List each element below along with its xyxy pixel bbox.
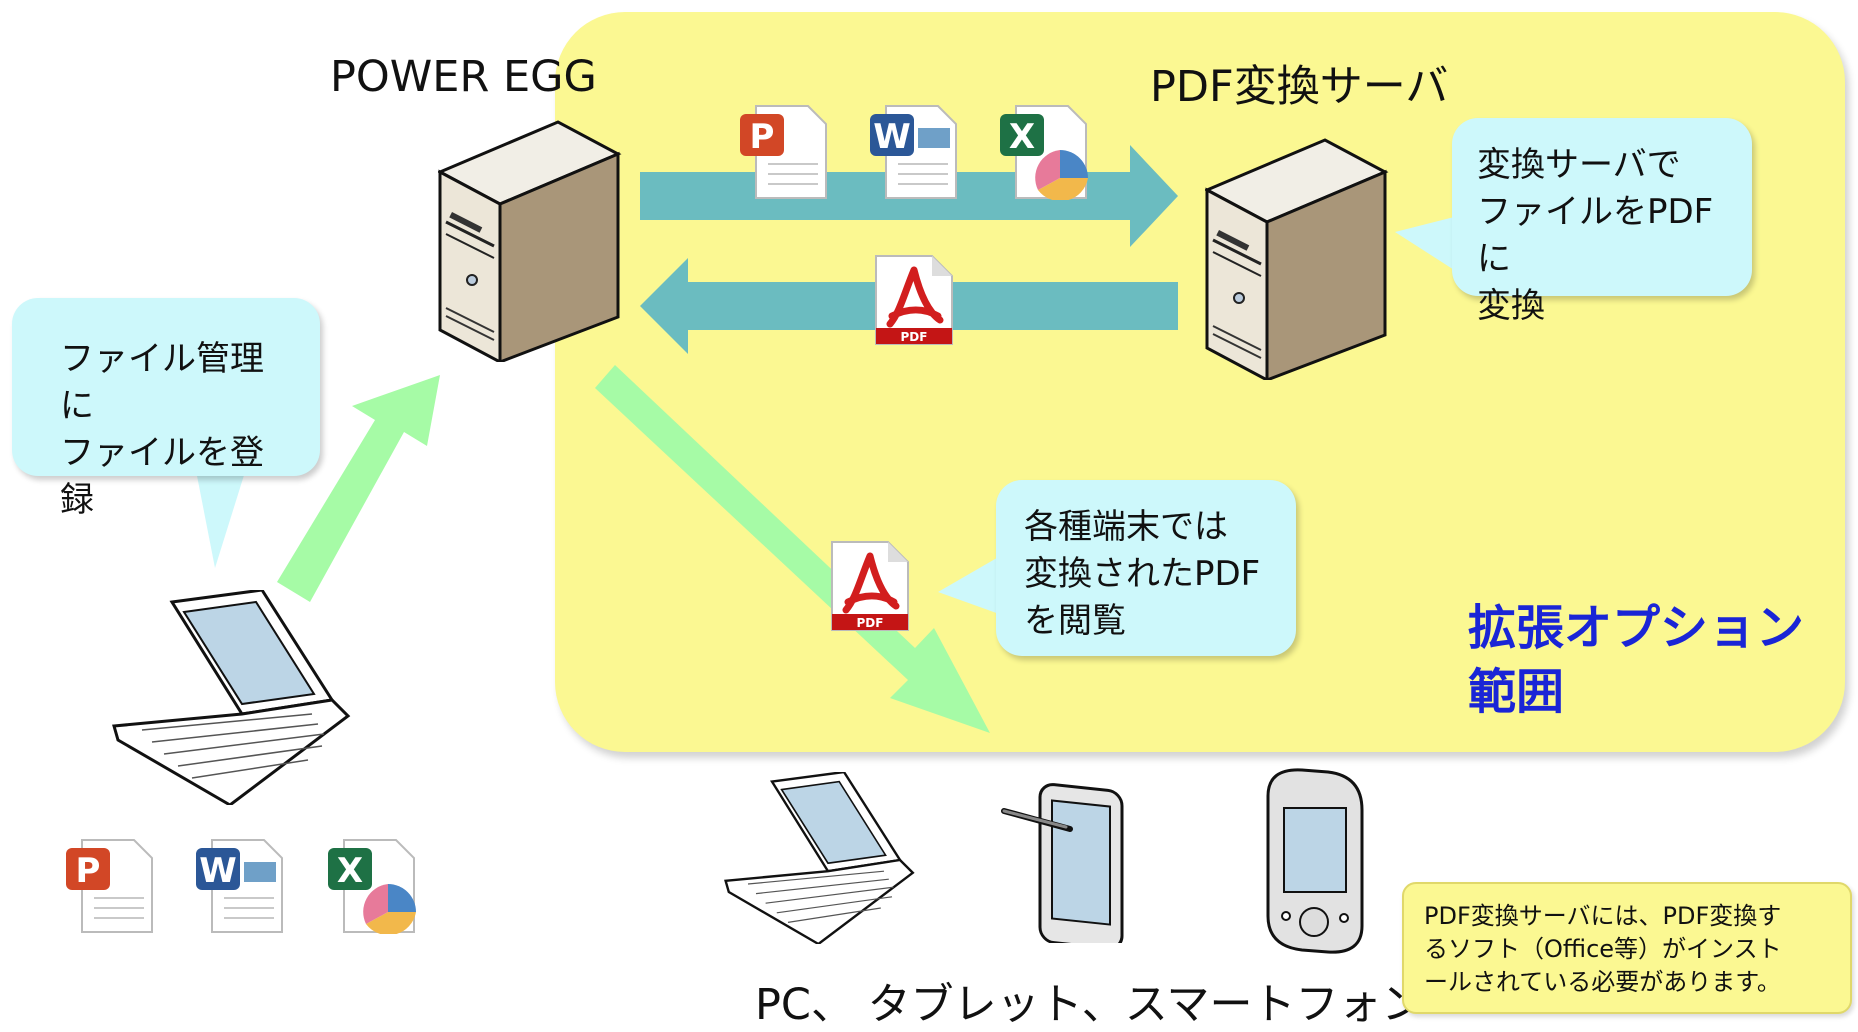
- server-icon: [1205, 138, 1389, 380]
- bubble-register-text: ファイル管理に ファイルを登録: [60, 339, 264, 520]
- word-letter: W: [199, 851, 237, 891]
- powerpoint-file-icon: P: [738, 104, 828, 204]
- laptop-icon: [112, 590, 351, 805]
- pdf-file-icon: PDF: [874, 254, 954, 350]
- devices-label: PC、 タブレット、スマートフォン: [755, 980, 1425, 1030]
- powerpoint-letter: P: [750, 117, 775, 157]
- arrow-to-devices: [595, 365, 990, 733]
- laptop-icon: [724, 772, 915, 944]
- word-letter: W: [873, 117, 911, 157]
- word-file-icon: W: [868, 104, 958, 204]
- arrow-upload: [277, 375, 440, 602]
- powerpoint-letter: P: [76, 851, 101, 891]
- power-egg-label: POWER EGG: [330, 52, 597, 102]
- excel-file-icon: X: [326, 838, 418, 938]
- bubble-convert: 変換サーバで ファイルをPDFに 変換: [1452, 118, 1752, 326]
- bubble-tail-view: [938, 555, 1002, 615]
- bubble-view: 各種端末では 変換されたPDF を閲覧: [996, 480, 1296, 656]
- pdf-label: PDF: [901, 330, 928, 344]
- powerpoint-file-icon: P: [64, 838, 154, 938]
- pdf-server-label: PDF変換サーバ: [1150, 62, 1449, 112]
- server-icon: [438, 120, 622, 362]
- pdf-label: PDF: [857, 616, 884, 630]
- bubble-view-text: 各種端末では 変換されたPDF を閲覧: [1024, 507, 1261, 641]
- smartphone-icon: [1266, 768, 1364, 954]
- pdf-file-icon: PDF: [830, 540, 910, 636]
- bubble-register: ファイル管理に ファイルを登録: [12, 298, 320, 520]
- excel-letter: X: [337, 851, 363, 891]
- extension-scope-label: 拡張オプション 範囲: [1468, 600, 1805, 720]
- bubble-tail-convert: [1395, 215, 1462, 275]
- word-file-icon: W: [194, 838, 284, 938]
- tablet-icon: [1001, 783, 1124, 943]
- excel-file-icon: X: [998, 104, 1090, 204]
- requirement-note: PDF変換サーバには、PDF変換す るソフト（Office等）がインスト ールさ…: [1402, 882, 1852, 1014]
- excel-letter: X: [1009, 117, 1035, 157]
- bubble-convert-text: 変換サーバで ファイルをPDFに 変換: [1477, 145, 1714, 326]
